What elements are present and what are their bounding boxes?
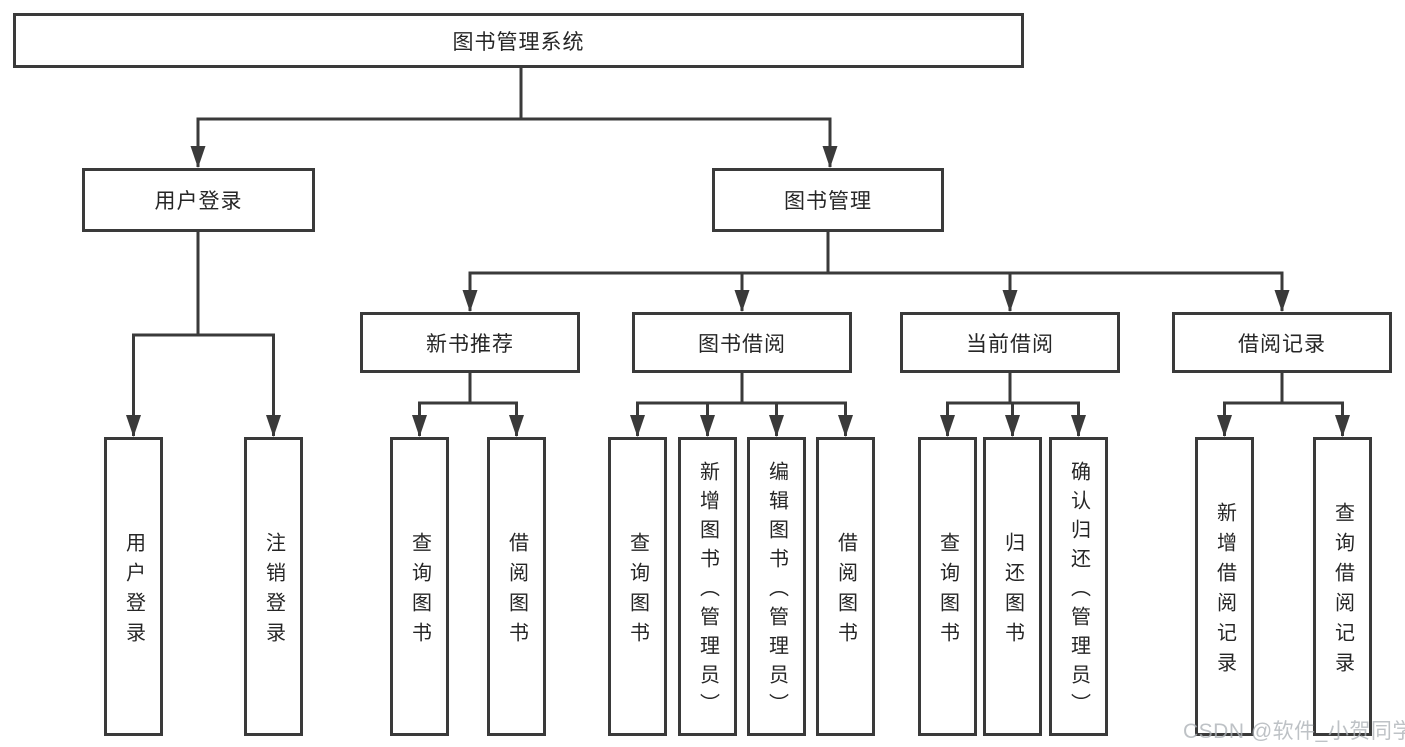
leaf-query-borrow-record-label: 查询借阅记录 — [1331, 501, 1354, 682]
leaf-add-borrow-record: 新增借阅记录 — [1195, 437, 1254, 736]
node-new-book-recommend: 新书推荐 — [360, 312, 580, 373]
connector-book-borrow-trunk — [636, 373, 847, 405]
leaf-query-books-borrow-label: 查询图书 — [626, 531, 649, 652]
node-user-login-label: 用户登录 — [154, 190, 243, 213]
leaf-query-books-recommend: 查询图书 — [390, 437, 449, 736]
leaf-edit-book-admin: 编辑图书（管理员） — [747, 437, 806, 736]
node-new-book-recommend-label: 新书推荐 — [426, 332, 514, 356]
leaf-query-books-recommend-label: 查询图书 — [408, 531, 431, 652]
leaf-query-books-current-label: 查询图书 — [936, 531, 959, 652]
connector-current-borrow-trunk — [946, 373, 1080, 405]
node-book-borrow-label: 图书借阅 — [698, 332, 786, 356]
node-borrow-records: 借阅记录 — [1172, 312, 1392, 373]
leaf-add-book-admin: 新增图书（管理员） — [678, 437, 737, 736]
connector-borrow-records-trunk — [1223, 373, 1344, 405]
connector-book-management-trunk — [468, 232, 1284, 275]
leaf-borrow-books-recommend: 借阅图书 — [487, 437, 546, 736]
leaf-return-book-label: 归还图书 — [1001, 531, 1024, 652]
connector-root-trunk — [196, 68, 832, 121]
node-book-borrow: 图书借阅 — [632, 312, 852, 373]
leaf-logout: 注销登录 — [244, 437, 303, 736]
leaf-borrow-books: 借阅图书 — [816, 437, 875, 736]
leaf-borrow-books-recommend-label: 借阅图书 — [505, 531, 528, 652]
leaf-query-books-borrow: 查询图书 — [608, 437, 667, 736]
leaf-query-borrow-record: 查询借阅记录 — [1313, 437, 1372, 736]
node-book-management-label: 图书管理 — [784, 190, 872, 213]
connector-user-login-trunk — [132, 232, 275, 337]
leaf-confirm-return-admin: 确认归还（管理员） — [1049, 437, 1108, 736]
leaf-add-book-admin-label: 新增图书（管理员） — [696, 460, 719, 722]
leaf-query-books-current: 查询图书 — [918, 437, 977, 736]
node-current-borrow: 当前借阅 — [900, 312, 1120, 373]
node-current-borrow-label: 当前借阅 — [966, 332, 1054, 356]
node-root: 图书管理系统 — [13, 13, 1024, 68]
node-book-management: 图书管理 — [712, 168, 944, 232]
leaf-user-login: 用户登录 — [104, 437, 163, 736]
leaf-logout-label: 注销登录 — [262, 531, 285, 652]
leaf-user-login-label: 用户登录 — [122, 531, 145, 652]
leaf-confirm-return-admin-label: 确认归还（管理员） — [1067, 460, 1090, 722]
node-root-label: 图书管理系统 — [452, 30, 585, 54]
leaf-return-book: 归还图书 — [983, 437, 1042, 736]
connector-new-book-trunk — [418, 373, 518, 405]
watermark: CSDN @软件_小贺同学 — [1183, 720, 1405, 743]
node-user-login: 用户登录 — [82, 168, 315, 232]
leaf-edit-book-admin-label: 编辑图书（管理员） — [765, 460, 788, 722]
leaf-borrow-books-label: 借阅图书 — [834, 531, 857, 652]
leaf-add-borrow-record-label: 新增借阅记录 — [1213, 501, 1236, 682]
node-borrow-records-label: 借阅记录 — [1238, 332, 1326, 356]
